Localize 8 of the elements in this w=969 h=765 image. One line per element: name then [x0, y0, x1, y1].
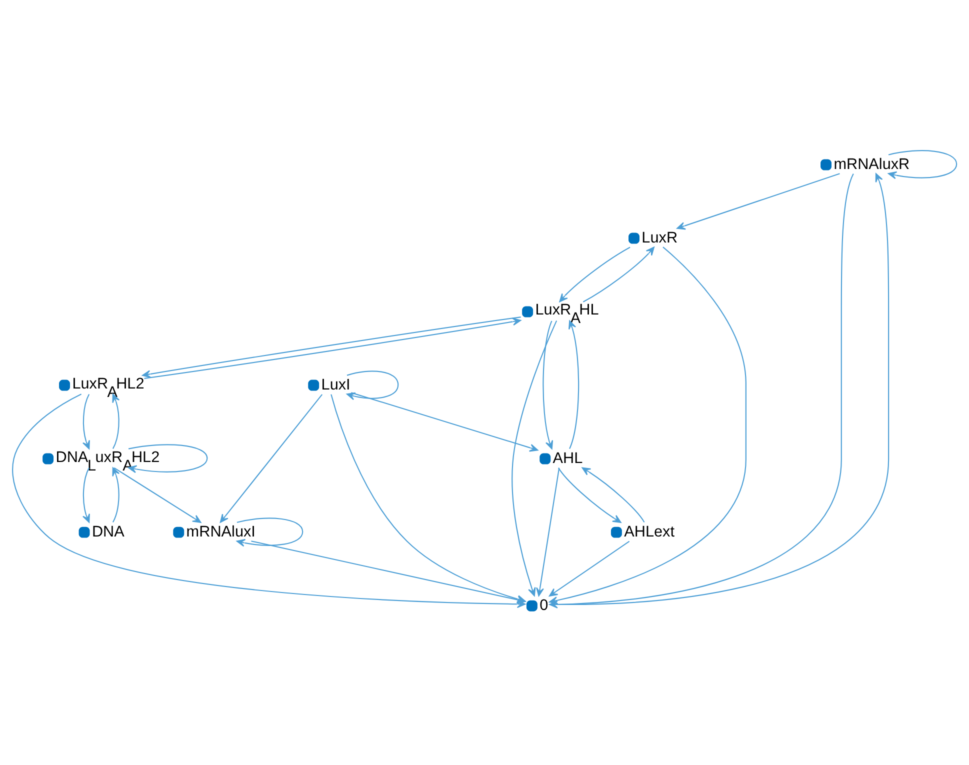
node-label: DNA — [92, 523, 124, 540]
node-label: mRNAluxR — [834, 156, 910, 173]
node-label: LuxR — [642, 229, 678, 246]
node-label: 0 — [540, 596, 548, 614]
node-label: AHL — [552, 450, 583, 467]
node-label: LuxI — [321, 376, 350, 394]
node-label: AHLext — [624, 523, 675, 540]
node-label: mRNAluxI — [186, 523, 256, 540]
